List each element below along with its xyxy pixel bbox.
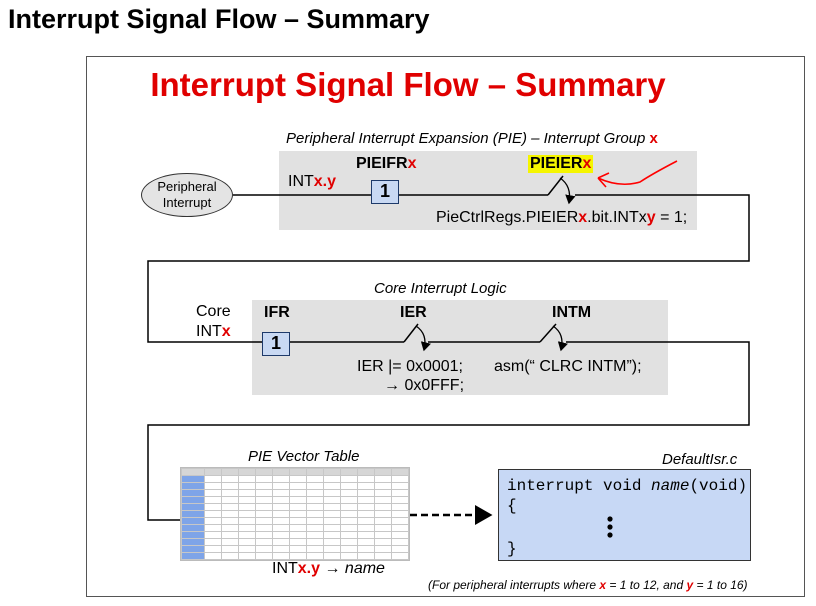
ier-code-1: IER |= 0x0001; xyxy=(357,358,463,375)
pie-table-cell xyxy=(391,552,409,560)
vector-mapping-label: INTx.y → name xyxy=(272,560,385,577)
red-annotation-arrow xyxy=(597,160,678,188)
core-panel xyxy=(252,300,668,395)
core-flag-box: 1 xyxy=(262,332,290,356)
ier-arrow xyxy=(415,325,431,352)
isr-close-brace: } xyxy=(507,540,517,558)
pie-flag-box: 1 xyxy=(371,180,399,204)
isr-file-label: DefaultIsr.c xyxy=(662,451,738,468)
pie-section-label: Peripheral Interrupt Expansion (PIE) – I… xyxy=(286,130,658,147)
core-to-vector-wire xyxy=(147,341,750,521)
pie-panel xyxy=(279,151,697,230)
core-section-label: Core Interrupt Logic xyxy=(374,280,507,297)
slide-title: Interrupt Signal Flow – Summary xyxy=(150,66,666,103)
pieier-label: PIEIERx xyxy=(528,155,594,173)
ier-code-2: → 0x0FFF; xyxy=(384,377,465,394)
ellipsis-dot xyxy=(607,532,613,538)
pie-to-core-wire xyxy=(147,194,750,343)
intm-code: asm(“ CLRC INTM”); xyxy=(494,358,642,375)
ifr-label: IFR xyxy=(264,304,290,321)
ellipsis-dot xyxy=(607,524,613,530)
intm-arrow xyxy=(552,325,568,352)
isr-open-brace: { xyxy=(507,497,517,515)
ellipsis-dot xyxy=(607,516,613,522)
pieier-code: PieCtrlRegs.PIEIERx.bit.INTxy = 1; xyxy=(436,209,688,226)
ier-label: IER xyxy=(400,304,427,321)
intm-label: INTM xyxy=(552,304,592,321)
pieifr-label: PIEIFRx xyxy=(356,155,417,172)
pie-table-row xyxy=(181,475,409,483)
pie-table-row xyxy=(181,503,409,511)
slide-frame xyxy=(86,56,805,597)
intxy-label: INTx.y xyxy=(288,173,337,190)
ier-switch xyxy=(403,323,419,343)
pie-table-row xyxy=(181,552,409,560)
pieier-arrow xyxy=(559,177,576,205)
isr-signature: interrupt void name(void) xyxy=(507,477,748,495)
pie-vector-table-thumbnail xyxy=(180,467,410,561)
isr-code-box: interrupt void name(void) { } xyxy=(498,469,751,561)
pieier-switch xyxy=(547,175,564,196)
vector-section-label: PIE Vector Table xyxy=(248,448,360,465)
footnote: (For peripheral interrupts where x = 1 t… xyxy=(428,578,748,592)
pie-table-row xyxy=(181,538,409,546)
page-title: Interrupt Signal Flow – Summary xyxy=(8,4,430,34)
